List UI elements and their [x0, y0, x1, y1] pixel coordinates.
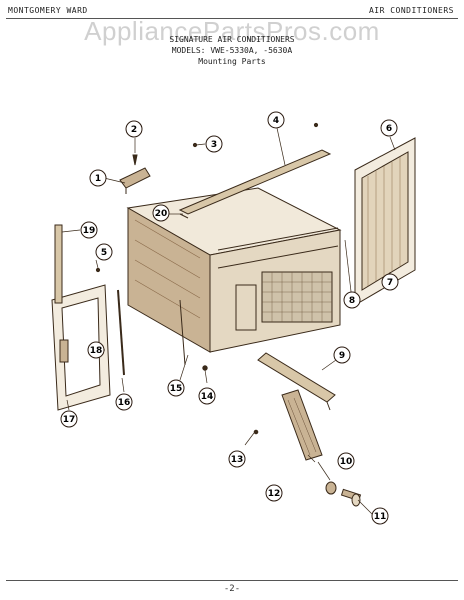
svg-text:3: 3	[211, 140, 217, 150]
callout-17: 17	[60, 410, 78, 428]
callout-3: 3	[205, 135, 223, 153]
top-rail	[178, 149, 332, 219]
svg-text:10: 10	[340, 457, 353, 467]
header-rule	[6, 18, 458, 19]
callout-16: 16	[115, 393, 133, 411]
callout-13: 13	[228, 450, 246, 468]
callout-9: 9	[333, 346, 351, 364]
diagram-title: SIGNATURE AIR CONDITIONERS	[169, 35, 295, 44]
svg-text:18: 18	[90, 346, 103, 356]
callout-5: 5	[95, 243, 113, 261]
callout-20: 20	[152, 204, 170, 222]
section-title: Mounting Parts	[198, 57, 266, 66]
svg-text:2: 2	[131, 125, 137, 135]
callout-14: 14	[198, 387, 216, 405]
callout-7: 7	[381, 273, 399, 291]
svg-text:20: 20	[155, 209, 168, 219]
svg-text:16: 16	[118, 398, 131, 408]
svg-text:13: 13	[231, 455, 244, 465]
callout-2: 2	[125, 120, 143, 138]
cabinet-body	[126, 187, 342, 366]
callout-12: 12	[265, 484, 283, 502]
callout-15: 15	[167, 379, 185, 397]
callout-1: 1	[89, 169, 107, 187]
model-numbers: MODELS: VWE-5330A, -5630A	[171, 46, 293, 55]
svg-text:11: 11	[374, 512, 387, 522]
svg-text:4: 4	[273, 116, 279, 126]
footer-rule	[6, 580, 458, 581]
header-brand: MONTGOMERY WARD	[8, 6, 88, 15]
svg-text:15: 15	[170, 384, 183, 394]
side-brace	[281, 389, 323, 461]
header-category: AIR CONDITIONERS	[368, 6, 454, 15]
svg-text:19: 19	[83, 226, 96, 236]
callout-10: 10	[337, 452, 355, 470]
svg-text:14: 14	[201, 392, 214, 402]
callout-6: 6	[380, 119, 398, 137]
callout-11: 11	[371, 507, 389, 525]
gasket-strip	[54, 224, 63, 304]
page-number: -2-	[223, 584, 241, 594]
callout-8: 8	[343, 291, 361, 309]
svg-text:7: 7	[387, 278, 393, 288]
svg-text:5: 5	[101, 248, 107, 258]
side-curtain-left	[51, 284, 111, 411]
svg-text:9: 9	[339, 351, 345, 361]
svg-text:6: 6	[386, 124, 392, 134]
callout-19: 19	[80, 221, 98, 239]
svg-text:17: 17	[63, 415, 76, 425]
callout-4: 4	[267, 111, 285, 129]
svg-text:1: 1	[95, 174, 101, 184]
svg-text:12: 12	[268, 489, 281, 499]
mounting-bracket	[119, 167, 151, 194]
side-curtain-right	[354, 137, 416, 306]
support-bracket	[257, 352, 336, 411]
leveling-bolt	[325, 481, 362, 507]
svg-text:8: 8	[349, 296, 355, 306]
callout-18: 18	[87, 341, 105, 359]
